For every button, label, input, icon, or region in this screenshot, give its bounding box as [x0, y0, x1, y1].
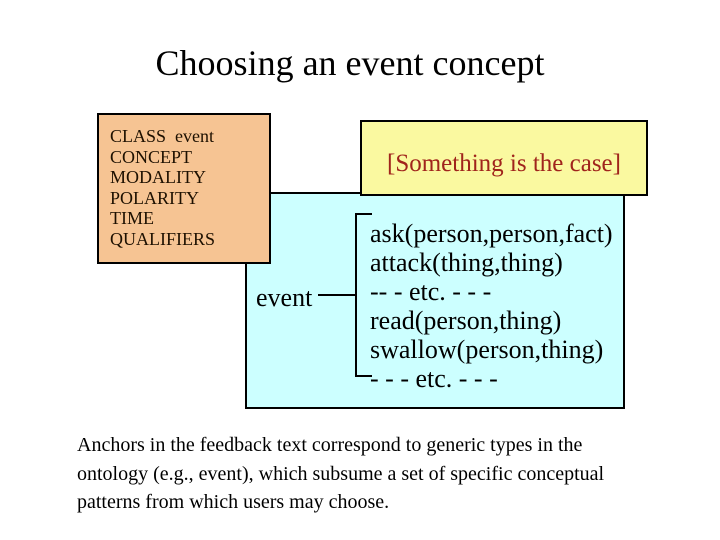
caption: Anchors in the feedback text correspond …	[77, 431, 677, 517]
caption-line: Anchors in the feedback text correspond …	[77, 434, 583, 456]
caption-line: ontology (e.g., event), which subsume a …	[77, 462, 605, 485]
feedback-text: [Something is the case]	[387, 150, 621, 177]
slide-title: Choosing an event concept	[155, 43, 545, 83]
pattern-line: - - - etc. - - -	[370, 364, 498, 393]
pattern-line: ask(person,person,fact)	[370, 219, 613, 248]
class-attribute-line: CONCEPT	[110, 146, 193, 167]
pattern-line: -- - etc. - - -	[370, 277, 492, 306]
bracket-bottom-arm	[355, 375, 372, 377]
class-attribute-line: CLASS event	[110, 126, 215, 146]
pattern-line: read(person,thing)	[370, 306, 562, 335]
bracket-top-arm	[355, 213, 372, 215]
ontology-patterns-box	[245, 192, 625, 409]
bracket-line	[355, 213, 357, 377]
caption-line: patterns from which users may choose.	[77, 491, 390, 513]
event-anchor-label: event	[256, 283, 313, 312]
pattern-line: attack(thing,thing)	[370, 248, 563, 277]
concept-patterns-list: ask(person,person,fact) attack(thing,thi…	[370, 219, 613, 393]
class-attribute-line: TIME	[110, 208, 154, 228]
class-attribute-line: MODALITY	[110, 167, 206, 187]
connector-line	[318, 294, 355, 296]
class-attribute-line: QUALIFIERS	[110, 228, 216, 249]
feedback-text-box: [Something is the case]	[360, 120, 648, 196]
pattern-line: swallow(person,thing)	[370, 335, 604, 364]
class-attributes-box: CLASS event CONCEPT MODALITY POLARITY TI…	[97, 113, 271, 264]
class-attribute-line: POLARITY	[110, 187, 199, 208]
